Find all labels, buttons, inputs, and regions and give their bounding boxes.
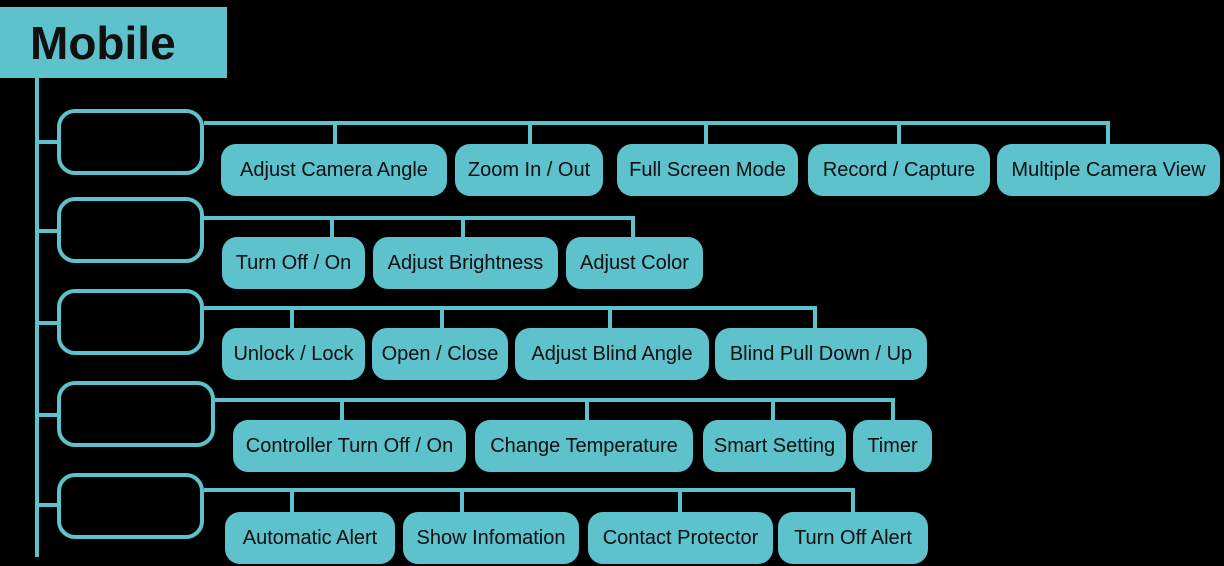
leaf-node: Adjust Camera Angle [221,144,447,196]
leaf-node: Zoom In / Out [455,144,603,196]
connector-drop [897,121,901,144]
connector-branch-stub [37,140,57,144]
connector-drop [333,121,337,144]
leaf-node: Turn Off Alert [778,512,928,564]
connector-line [215,398,895,402]
connector-line [204,216,635,220]
connector-line [204,121,1110,125]
connector-branch-stub [37,413,57,417]
leaf-node: Controller Turn Off / On [233,420,466,472]
leaf-node: Smart Setting [703,420,846,472]
connector-drop [1106,121,1110,144]
connector-drop [771,398,775,420]
connector-drop [891,398,895,420]
leaf-node: Adjust Color [566,237,703,289]
connector-line [204,306,817,310]
branch-node-4 [57,381,215,447]
connector-branch-stub [37,229,57,233]
leaf-node: Blind Pull Down / Up [715,328,927,380]
leaf-node: Record / Capture [808,144,990,196]
connector-branch-stub [37,321,57,325]
connector-branch-stub [37,503,57,507]
branch-node-2 [57,197,204,263]
connector-spine [35,78,39,557]
branch-node-5 [57,473,204,539]
leaf-node: Adjust Blind Angle [515,328,709,380]
leaf-node: Contact Protector [588,512,773,564]
connector-drop [678,488,682,512]
root-node-label: Mobile [30,16,176,69]
leaf-node: Full Screen Mode [617,144,798,196]
connector-drop [340,398,344,420]
connector-drop [330,216,334,237]
root-node-mobile: Mobile [0,7,227,78]
leaf-node: Timer [853,420,932,472]
connector-drop [851,488,855,512]
connector-drop [290,306,294,328]
leaf-node: Change Temperature [475,420,693,472]
connector-drop [440,306,444,328]
connector-drop [631,216,635,237]
leaf-node: Show Infomation [403,512,579,564]
connector-drop [290,488,294,512]
connector-drop [704,121,708,144]
connector-drop [461,216,465,237]
connector-line [204,488,855,492]
leaf-node: Adjust Brightness [373,237,558,289]
branch-node-1 [57,109,204,175]
leaf-node: Unlock / Lock [222,328,365,380]
leaf-node: Open / Close [372,328,508,380]
connector-drop [813,306,817,328]
leaf-node: Turn Off / On [222,237,365,289]
connector-drop [528,121,532,144]
connector-drop [608,306,612,328]
connector-drop [460,488,464,512]
leaf-node: Multiple Camera View [997,144,1220,196]
leaf-node: Automatic Alert [225,512,395,564]
connector-drop [585,398,589,420]
branch-node-3 [57,289,204,355]
